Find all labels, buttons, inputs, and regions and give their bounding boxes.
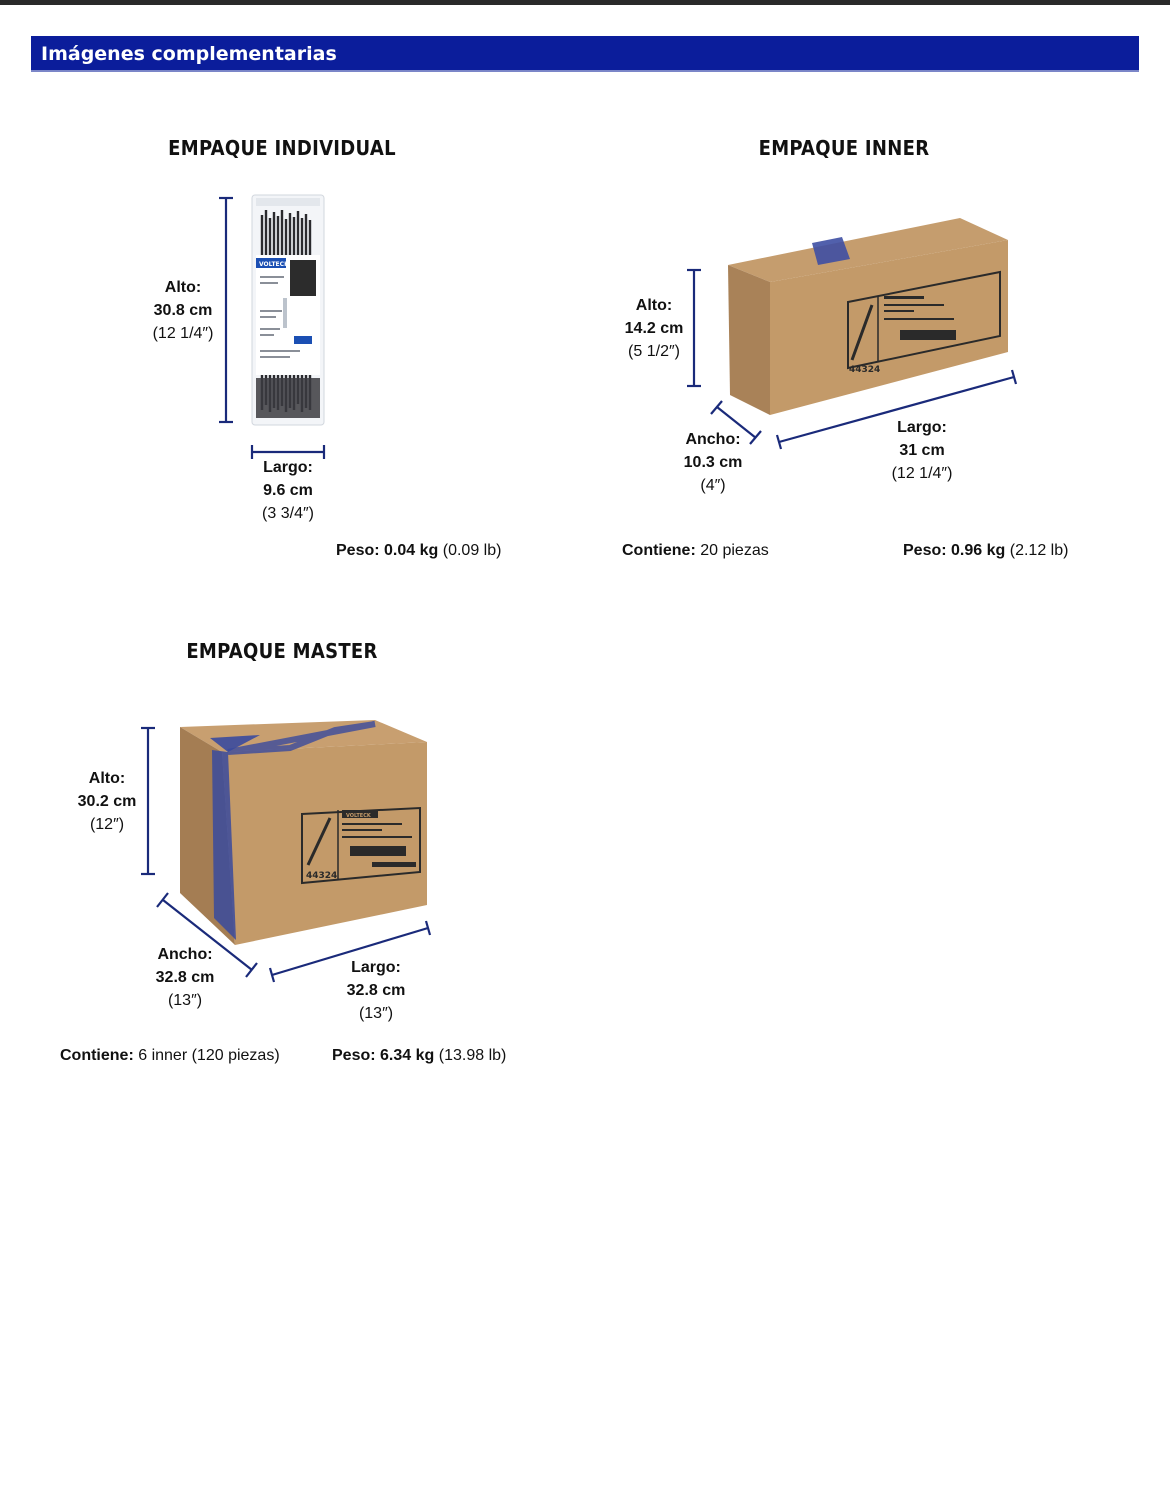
individual-largo-value: 9.6 cm [263,482,313,499]
individual-largo-imperial: (3 3/4″) [262,505,314,522]
individual-peso-imperial: (0.09 lb) [442,542,502,559]
inner-peso-label: Peso: [903,542,947,559]
master-ancho: Ancho: 32.8 cm (13″) [156,943,215,1012]
inner-title: EMPAQUE INNER [758,136,930,160]
master-alto-imperial: (12″) [89,816,125,833]
individual-dimension-lines [219,196,326,459]
section-header: Imágenes complementarias [31,36,1139,72]
master-box-brand: VOLTECK [346,813,372,819]
master-title: EMPAQUE MASTER [186,639,378,663]
inner-alto-imperial: (5 1/2″) [628,343,680,360]
individual-largo: Largo: 9.6 cm (3 3/4″) [262,456,314,525]
inner-ancho: Ancho: 10.3 cm (4″) [684,428,743,497]
master-ancho-label: Ancho: [157,946,213,963]
master-dimension-lines [141,726,432,983]
master-contiene-value: 6 inner (120 piezas) [138,1047,280,1064]
inner-contiene: Contiene: 20 piezas [622,541,769,561]
top-bar [0,0,1170,5]
bag-brand: VOLTECK [259,261,289,268]
master-box-code: 44324 [306,871,337,881]
individual-alto-value: 30.8 cm [153,302,213,319]
master-ancho-imperial: (13″) [167,992,203,1009]
master-alto: Alto: 30.2 cm (12″) [78,767,137,836]
master-box-image: VOLTECK 44324 [180,720,427,945]
inner-peso-imperial: (2.12 lb) [1009,542,1069,559]
master-contiene-label: Contiene: [60,1047,134,1064]
individual-alto-imperial: (12 1/4″) [152,325,214,342]
individual-alto-label: Alto: [164,279,202,296]
inner-peso: Peso: 0.96 kg (2.12 lb) [903,541,1068,561]
master-alto-value: 30.2 cm [77,793,137,810]
individual-alto: Alto: 30.8 cm (12 1/4″) [153,276,214,345]
inner-largo-label: Largo: [897,419,947,436]
master-largo-label: Largo: [351,959,401,976]
master-largo-imperial: (13″) [358,1005,394,1022]
individual-largo-label: Largo: [263,459,313,476]
inner-contiene-label: Contiene: [622,542,696,559]
inner-peso-value: 0.96 kg [951,542,1006,559]
inner-alto: Alto: 14.2 cm (5 1/2″) [625,294,684,363]
inner-dimension-lines [687,268,1018,450]
individual-bag-image: VOLTECK [251,194,325,426]
inner-ancho-imperial: (4″) [700,477,726,494]
individual-peso: Peso: 0.04 kg (0.09 lb) [336,541,501,561]
inner-largo-imperial: (12 1/4″) [891,465,953,482]
master-alto-label: Alto: [88,770,126,787]
inner-box-code: 44324 [849,365,880,375]
inner-ancho-label: Ancho: [685,431,741,448]
individual-title: EMPAQUE INDIVIDUAL [168,136,396,160]
inner-contiene-value: 20 piezas [700,542,769,559]
master-contiene: Contiene: 6 inner (120 piezas) [60,1046,280,1066]
master-peso: Peso: 6.34 kg (13.98 lb) [332,1046,506,1066]
inner-alto-value: 14.2 cm [624,320,684,337]
inner-box-image: 44324 [728,218,1008,415]
master-largo: Largo: 32.8 cm (13″) [347,956,406,1025]
master-peso-value: 6.34 kg [380,1047,435,1064]
master-ancho-value: 32.8 cm [155,969,215,986]
inner-ancho-value: 10.3 cm [683,454,743,471]
inner-largo-value: 31 cm [899,442,945,459]
inner-alto-label: Alto: [635,297,673,314]
master-largo-value: 32.8 cm [346,982,406,999]
inner-largo: Largo: 31 cm (12 1/4″) [892,416,953,485]
master-peso-imperial: (13.98 lb) [438,1047,507,1064]
individual-peso-label: Peso: [336,542,380,559]
master-peso-label: Peso: [332,1047,376,1064]
individual-peso-value: 0.04 kg [384,542,439,559]
